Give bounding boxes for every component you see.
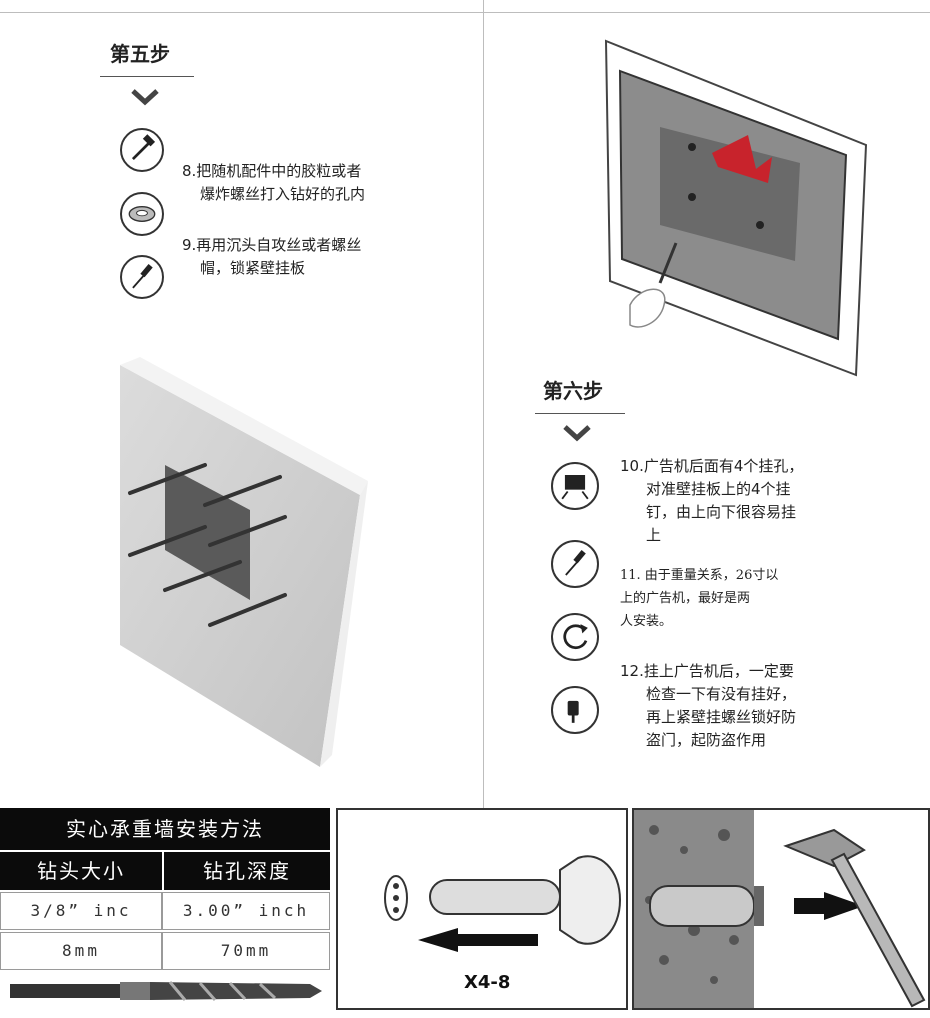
hammer-icon — [120, 128, 164, 172]
instruction-9-line2: 帽，锁紧壁挂板 — [200, 259, 306, 277]
table-cell: 3.00” inch — [162, 892, 330, 930]
screwdriver-icon — [551, 540, 599, 588]
chevron-down-icon — [563, 425, 591, 442]
drill-bit-image — [10, 981, 322, 1001]
instruction-12-line4: 盗门，起防盗作用 — [646, 731, 767, 749]
rotate-icon — [551, 613, 599, 661]
table-cell: 70mm — [162, 932, 330, 970]
table-header-hole-depth: 钻孔深度 — [164, 852, 330, 890]
instruction-10: 10.广告机后面有4个挂孔， 对准壁挂板上的4个挂 钉，由上向下很容易挂 上 — [620, 455, 803, 547]
table-header-bit-size: 钻头大小 — [0, 852, 162, 890]
drill-spec-table: 实心承重墙安装方法 钻头大小 钻孔深度 3/8” inc 3.00” inch … — [0, 808, 330, 1018]
table-cell: 3/8” inc — [0, 892, 162, 930]
instruction-11-line1: 11. 由于重量关系，26寸以 — [620, 568, 779, 583]
chevron-down-icon — [131, 89, 159, 106]
hammer-panel — [632, 808, 930, 1010]
instruction-12-line1: 12.挂上广告机后，一定要 — [620, 662, 794, 680]
table-cell: 8mm — [0, 932, 162, 970]
hammer-illustration — [634, 810, 926, 1008]
top-divider — [0, 12, 930, 13]
instruction-8: 8.把随机配件中的胶粒或者 爆炸螺丝打入钻好的孔内 — [182, 160, 365, 206]
instruction-10-line2: 对准壁挂板上的4个挂 — [646, 480, 791, 498]
instruction-10-line4: 上 — [646, 526, 662, 544]
instruction-12-line2: 检查一下有没有挂好， — [646, 685, 797, 703]
anchor-insert-panel: X4-8 — [336, 808, 628, 1010]
wall-mount-illustration — [120, 357, 368, 767]
instruction-9: 9.再用沉头自攻丝或者螺丝 帽，锁紧壁挂板 — [182, 234, 361, 280]
instruction-8-line1: 8.把随机配件中的胶粒或者 — [182, 162, 362, 180]
instruction-11-line2: 上的广告机，最好是两 — [620, 591, 751, 606]
tv-screen-illustration — [604, 39, 868, 377]
instruction-9-line1: 9.再用沉头自攻丝或者螺丝 — [182, 236, 362, 254]
table-title: 实心承重墙安装方法 — [0, 808, 330, 850]
instruction-12: 12.挂上广告机后，一定要 检查一下有没有挂好， 再上紧壁挂螺丝锁好防 盗门，起… — [620, 660, 796, 752]
washer-icon — [120, 192, 164, 236]
step5-title: 第五步 — [110, 42, 170, 66]
step5-rule — [100, 76, 194, 77]
instruction-11-line3: 人安装。 — [620, 614, 673, 629]
screwdriver-icon — [120, 255, 164, 299]
instruction-11: 11. 由于重量关系，26寸以 上的广告机，最好是两 人安装。 — [620, 564, 778, 633]
anchor-illustration — [384, 855, 622, 952]
vertical-divider — [483, 0, 484, 808]
instruction-10-line3: 钉，由上向下很容易挂 — [646, 503, 797, 521]
anchor-quantity-label: X4-8 — [464, 972, 511, 993]
step6-rule — [535, 413, 625, 414]
instruction-10-line1: 10.广告机后面有4个挂孔， — [620, 457, 804, 475]
tv-mount-icon — [551, 462, 599, 510]
step6-title: 第六步 — [543, 379, 603, 403]
instruction-8-line2: 爆炸螺丝打入钻好的孔内 — [200, 185, 366, 203]
lock-screw-icon — [551, 686, 599, 734]
instruction-12-line3: 再上紧壁挂螺丝锁好防 — [646, 708, 797, 726]
